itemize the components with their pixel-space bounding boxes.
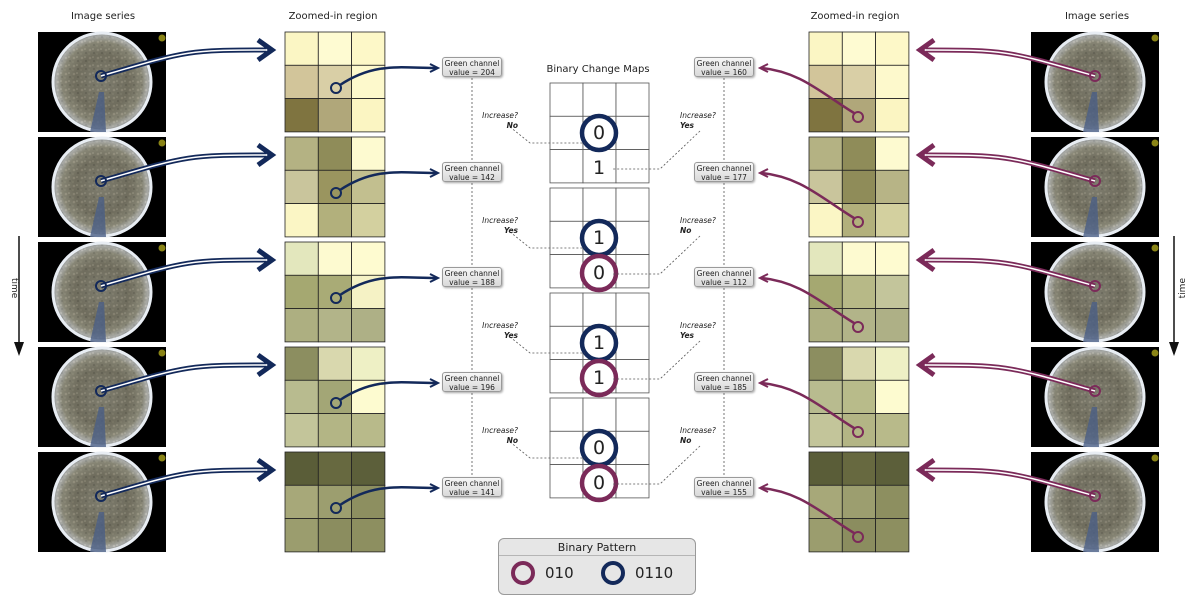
pattern-010-ring-icon [511,561,535,585]
green-box-title: Green channel [695,269,753,278]
fisheye-image-left-3 [38,242,166,342]
increase-label-left-1: Increase?No [468,111,518,131]
green-box-title: Green channel [695,374,753,383]
green-box-title: Green channel [695,59,753,68]
image-series-right-header: Image series [1042,11,1152,22]
green-box-value: value = 185 [695,383,753,392]
green-box-value: value = 160 [695,68,753,77]
green-box-value: value = 112 [695,278,753,287]
green-box-title: Green channel [443,164,501,173]
green-box-title: Green channel [443,479,501,488]
increase-label-right-2: Increase?No [680,216,730,236]
green-box-value: value = 196 [443,383,501,392]
increase-answer: No [680,436,691,445]
binary-change-maps-header: Binary Change Maps [538,64,658,75]
fisheye-image-left-5 [38,452,166,552]
increase-answer: No [507,121,518,130]
zoomed-grid-right-5 [809,452,909,552]
increase-label-right-3: Increase?Yes [680,321,730,341]
green-box-title: Green channel [443,269,501,278]
map-1-bottom-bit: 1 [586,155,612,181]
increase-label-left-3: Increase?Yes [468,321,518,341]
green-box-value: value = 141 [443,488,501,497]
image-series-left-header: Image series [48,11,158,22]
increase-answer: Yes [680,331,694,340]
zoomed-region-left-header: Zoomed-in region [268,11,398,22]
zoomed-grid-left-3 [285,242,385,342]
map-3-bottom-bit: 1 [586,365,612,391]
increase-question: Increase? [468,111,518,121]
increase-question: Increase? [680,111,730,121]
green-box-value: value = 204 [443,68,501,77]
green-box-value: value = 188 [443,278,501,287]
green-box-title: Green channel [443,59,501,68]
time-label-right: time [1178,278,1188,298]
increase-question: Increase? [468,426,518,436]
increase-answer: Yes [504,331,518,340]
green-box-value: value = 155 [695,488,753,497]
zoomed-grid-right-4 [809,347,909,447]
time-label-left: time [9,278,19,298]
zoomed-grid-right-3 [809,242,909,342]
green-box-title: Green channel [695,164,753,173]
green-box-value: value = 142 [443,173,501,182]
increase-label-right-1: Increase?Yes [680,111,730,131]
green-box-title: Green channel [695,479,753,488]
increase-label-right-4: Increase?No [680,426,730,446]
zoomed-grid-left-4 [285,347,385,447]
map-4-top-bit: 0 [586,435,612,461]
zoomed-region-right-header: Zoomed-in region [790,11,920,22]
pattern-010-label: 010 [545,564,574,582]
map-1-top-bit: 0 [586,120,612,146]
increase-label-left-4: Increase?No [468,426,518,446]
zoomed-grid-left-1 [285,32,385,132]
map-3-top-bit: 1 [586,330,612,356]
legend-title: Binary Pattern [499,541,695,556]
map-2-bottom-bit: 0 [586,260,612,286]
increase-question: Increase? [680,321,730,331]
pattern-0110-ring-icon [601,561,625,585]
binary-pattern-legend: Binary Pattern 010 0110 [498,538,696,595]
increase-answer: Yes [680,121,694,130]
green-box-value: value = 177 [695,173,753,182]
increase-label-left-2: Increase?Yes [468,216,518,236]
increase-answer: No [507,436,518,445]
fisheye-image-left-4 [38,347,166,447]
increase-answer: Yes [504,226,518,235]
increase-question: Increase? [680,426,730,436]
increase-question: Increase? [680,216,730,226]
increase-question: Increase? [468,216,518,226]
zoomed-grid-right-1 [809,32,909,132]
increase-answer: No [680,226,691,235]
zoomed-grid-left-5 [285,452,385,552]
fisheye-image-left-2 [38,137,166,237]
zoomed-grid-left-2 [285,137,385,237]
zoomed-grid-right-2 [809,137,909,237]
increase-question: Increase? [468,321,518,331]
map-4-bottom-bit: 0 [586,470,612,496]
fisheye-image-left-1 [38,32,166,132]
green-box-title: Green channel [443,374,501,383]
pattern-0110-label: 0110 [635,564,673,582]
map-2-top-bit: 1 [586,225,612,251]
